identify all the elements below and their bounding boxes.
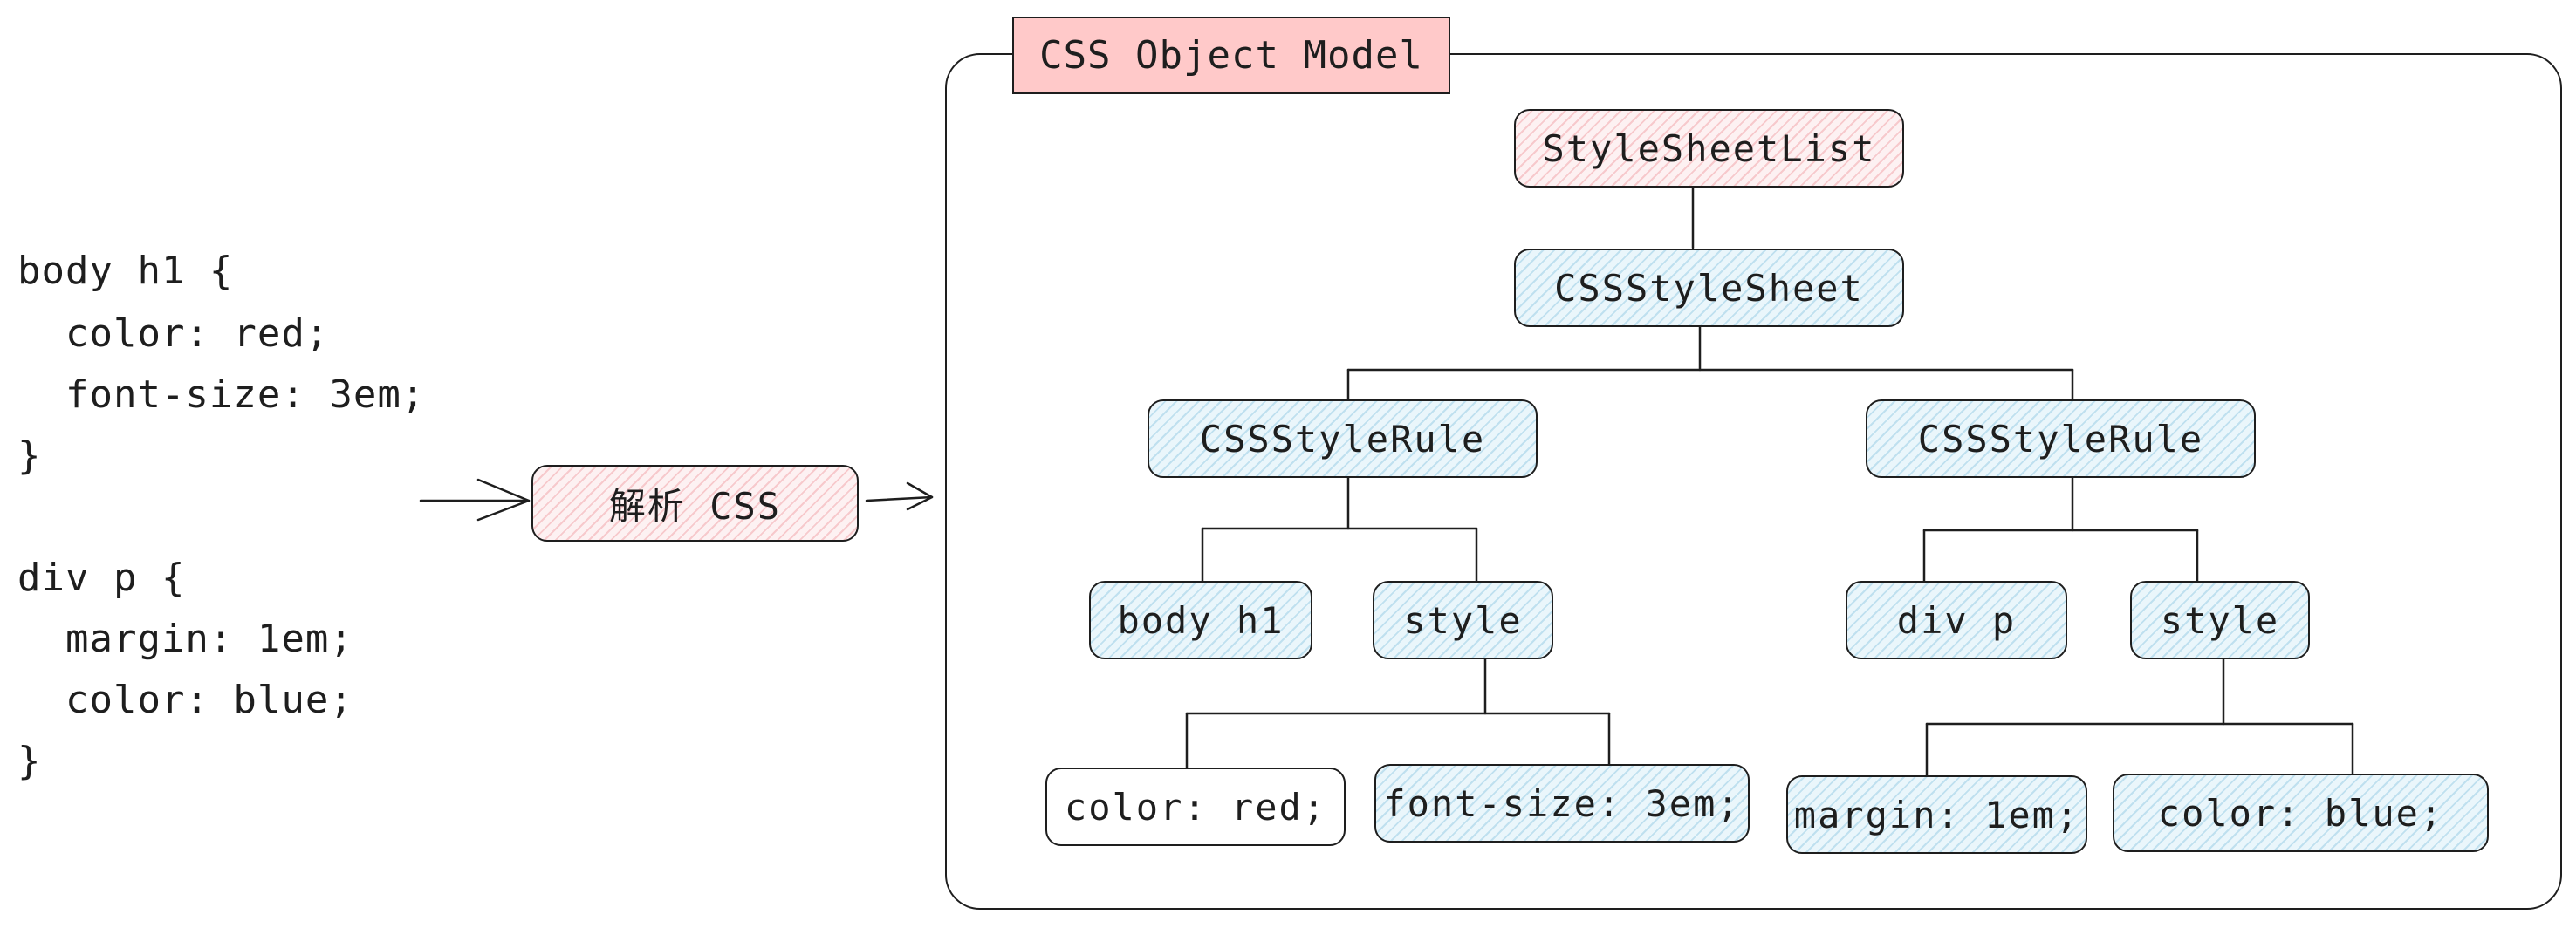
node-label: style [2160,598,2280,642]
code-line: } [17,433,42,478]
selector-node-1: body h1 [1089,581,1312,659]
node-label: body h1 [1117,598,1285,642]
node-label: div p [1896,598,2017,642]
code-line: div p { [17,556,186,600]
stylesheetlist-node: StyleSheetList [1514,109,1904,188]
style-node-1: style [1373,581,1553,659]
node-label: CSSStyleSheet [1554,266,1864,310]
code-line: } [17,739,42,783]
declaration-node: color: red; [1045,768,1346,846]
cssstylesheet-node: CSSStyleSheet [1514,249,1904,327]
cssom-container [945,53,2562,910]
node-label: StyleSheetList [1542,126,1876,170]
code-line: font-size: 3em; [17,372,426,417]
node-label: style [1403,598,1523,642]
code-line: margin: 1em; [17,617,353,661]
arrow-to-cssom [865,495,934,502]
cssstylerule-node-2: CSSStyleRule [1866,399,2256,478]
declaration-node: color: blue; [2113,774,2489,852]
node-label: margin: 1em; [1793,793,2080,836]
style-node-2: style [2130,581,2310,659]
declaration-node: margin: 1em; [1786,775,2087,854]
cssom-title: CSS Object Model [1012,17,1450,94]
node-label: CSSStyleRule [1917,417,2204,461]
declaration-node: font-size: 3em; [1374,764,1750,843]
node-label: CSSStyleRule [1199,417,1486,461]
cssstylerule-node-1: CSSStyleRule [1148,399,1538,478]
parse-css-label: 解析 CSS [608,484,782,528]
parse-css-step: 解析 CSS [531,465,859,542]
node-label: color: blue; [2157,791,2444,835]
code-line: color: blue; [17,678,353,722]
node-label: font-size: 3em; [1383,781,1741,825]
selector-node-2: div p [1846,581,2067,659]
node-label: color: red; [1064,785,1327,829]
cssom-title-text: CSS Object Model [1039,33,1423,78]
code-line: body h1 { [17,249,234,293]
code-line: color: red; [17,311,330,356]
